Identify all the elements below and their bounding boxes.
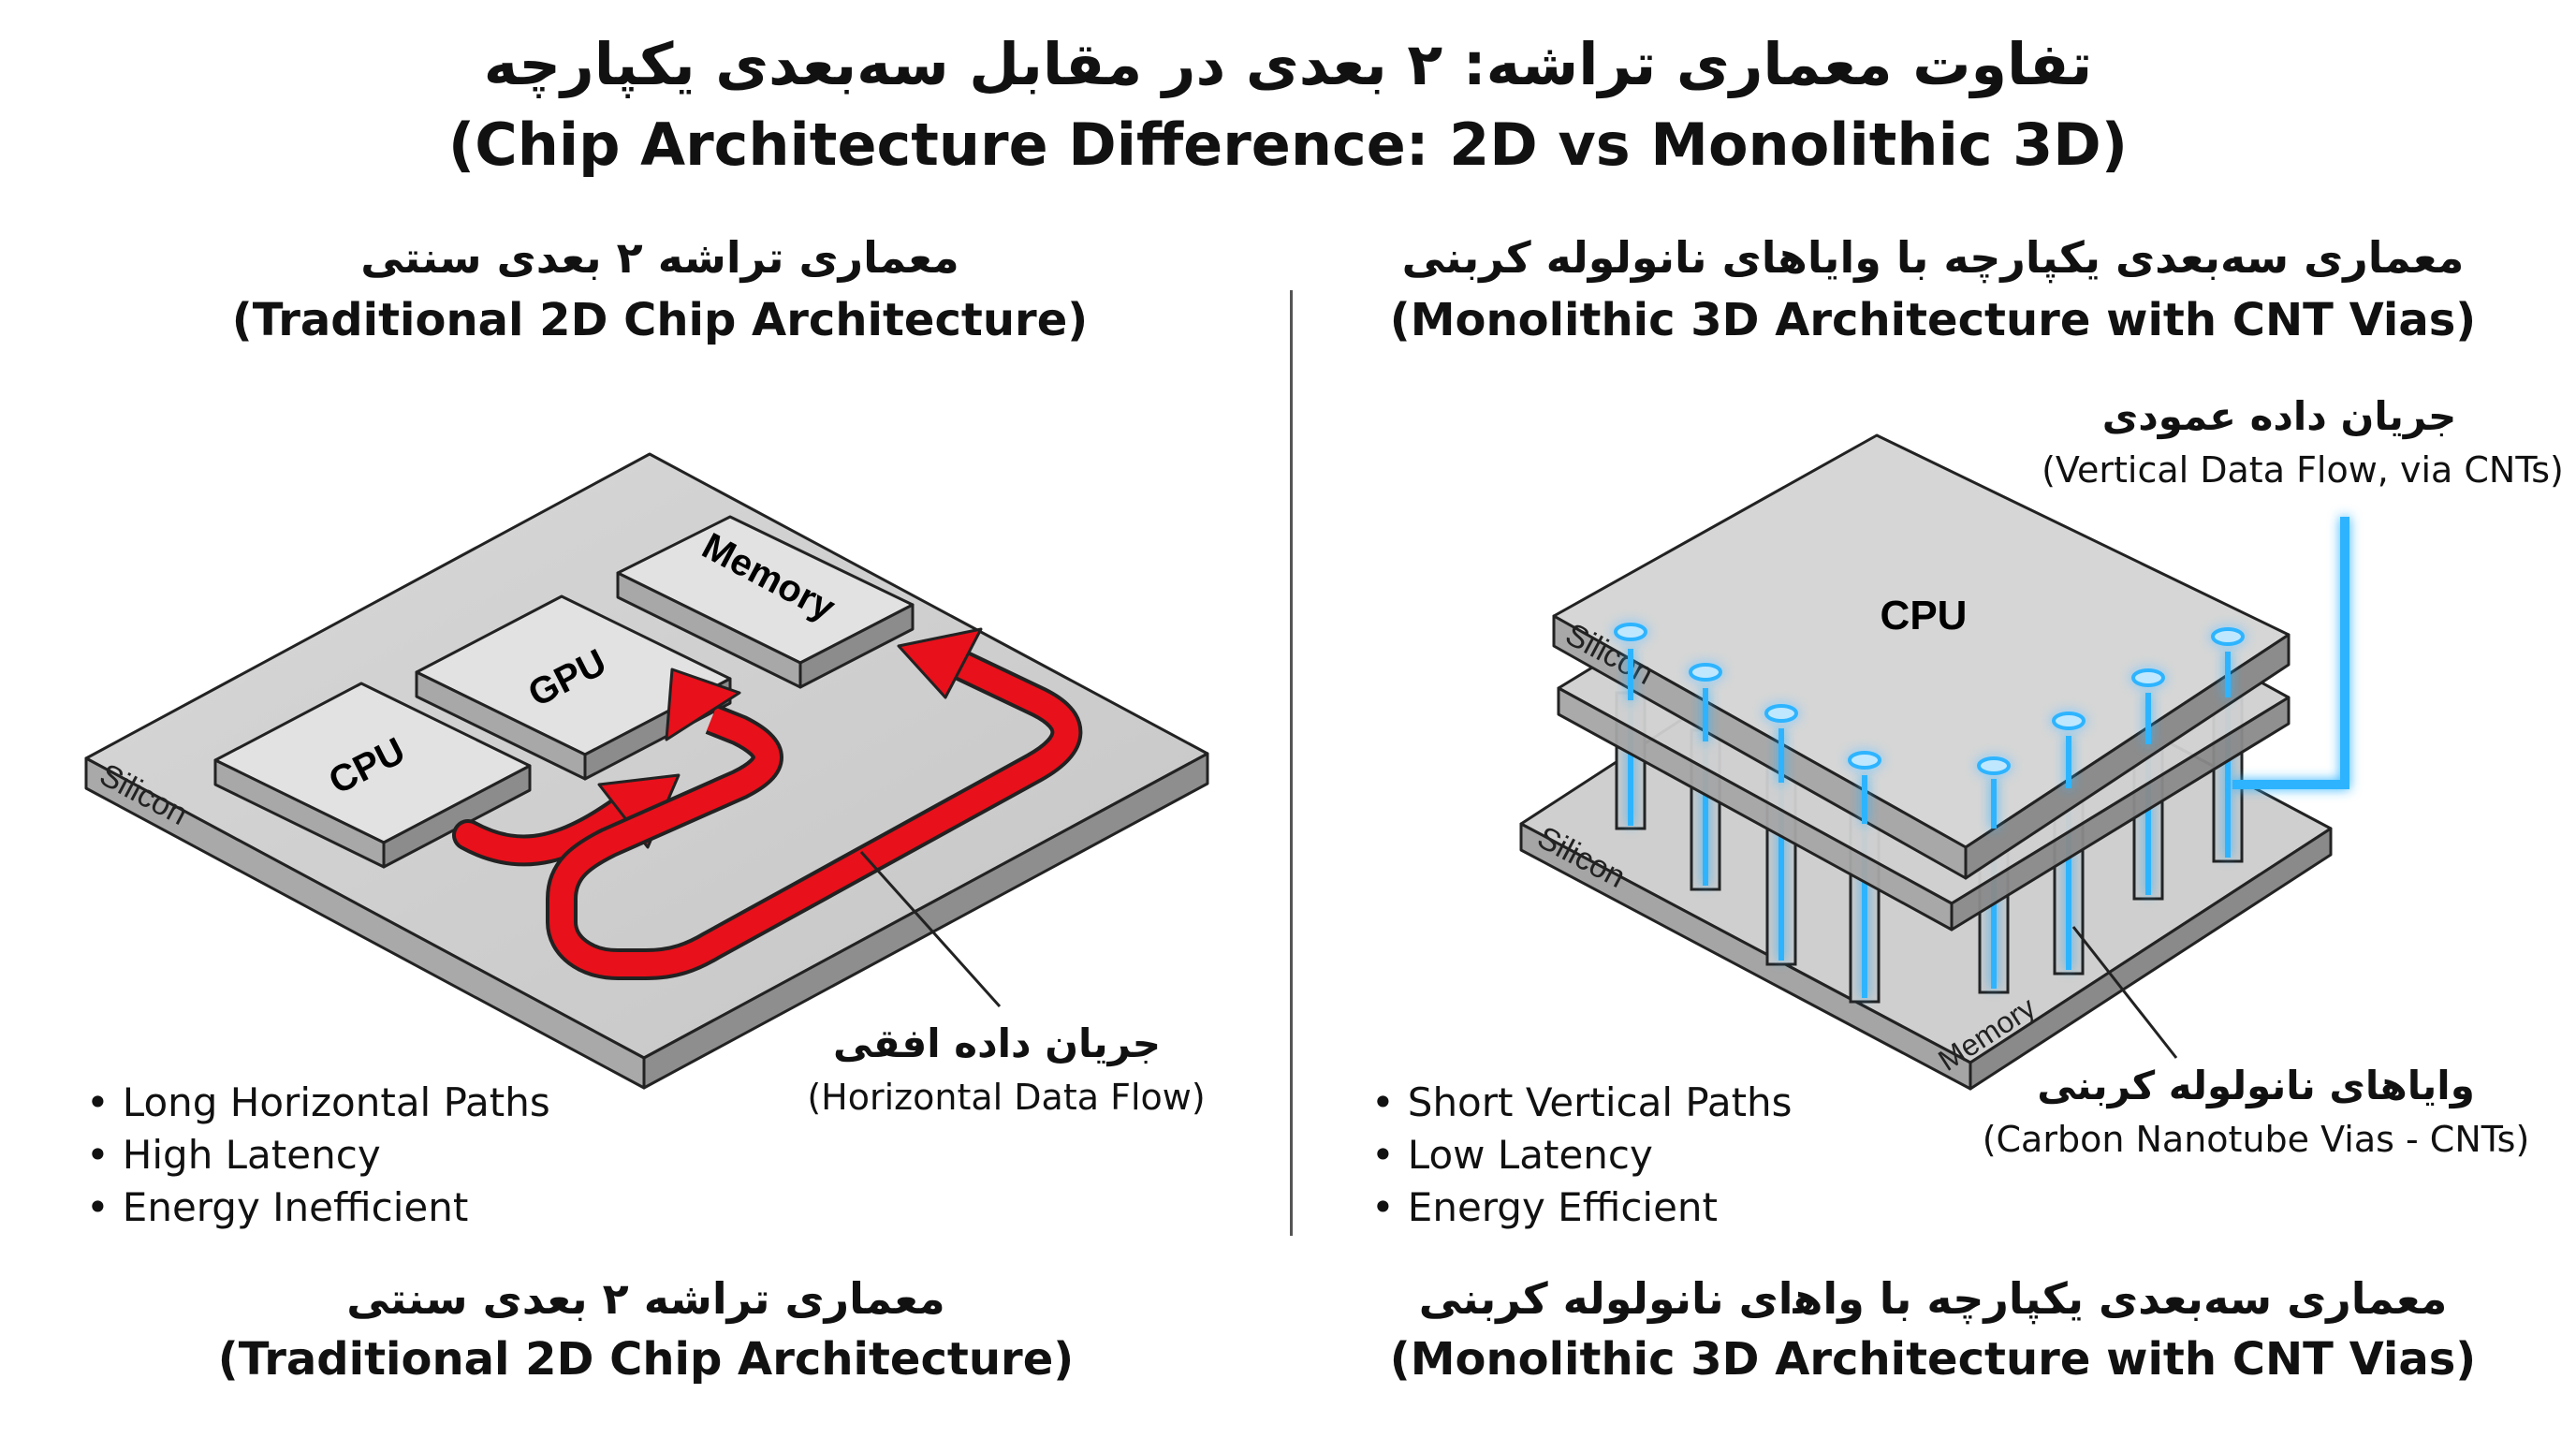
vertical-flow-label-en: (Vertical Data Flow, via CNTs) [2042,449,2564,491]
center-divider [1290,290,1293,1236]
left-heading-fa: معماری تراشه ۲ بعدی سنتی [360,232,959,283]
main-title-en: (Chip Architecture Difference: 2D vs Mon… [447,110,2129,179]
horizontal-flow-arrows [452,627,1083,980]
right-footer-en: (Monolithic 3D Architecture with CNT Via… [1389,1333,2477,1386]
bullet-item: Energy Inefficient [86,1181,550,1234]
left-footer-fa: معماری تراشه ۲ بعدی سنتی [346,1273,945,1324]
bullet-item: High Latency [86,1129,550,1181]
cpu-label-3d: CPU [1881,593,1968,638]
left-footer-en: (Traditional 2D Chip Architecture) [217,1333,1075,1386]
horizontal-flow-leader [859,850,1002,1008]
cnt-vias-label-fa: وایاهای نانولوله کربنی [2037,1063,2475,1108]
cpu-block-2d [213,682,532,869]
right-heading-en: (Monolithic 3D Architecture with CNT Via… [1389,294,2477,346]
right-bullets: Short Vertical Paths Low Latency Energy … [1371,1077,1793,1234]
memory-block-2d [616,515,915,689]
vertical-flow-line [2232,517,2349,789]
bullet-item: Energy Efficient [1371,1181,1793,1234]
bullet-item: Long Horizontal Paths [86,1077,550,1129]
bullet-item: Low Latency [1371,1129,1793,1181]
horizontal-flow-label-fa: جریان داده افقی [833,1020,1161,1066]
left-heading-en: (Traditional 2D Chip Architecture) [231,294,1089,346]
cnt-vias-label-en: (Carbon Nanotube Vias - CNTs) [1982,1119,2530,1160]
bullet-item: Short Vertical Paths [1371,1077,1793,1129]
silicon-substrate-2d [84,452,1209,1090]
horizontal-flow-label-en: (Horizontal Data Flow) [807,1077,1206,1118]
vias-leader [2071,926,2178,1059]
via-upper-segments [1628,649,2231,829]
main-title-fa: تفاوت معماری تراشه: ۲ بعدی در مقابل سه‌ب… [483,30,2093,98]
left-bullets: Long Horizontal Paths High Latency Energ… [86,1077,550,1234]
right-heading-fa: معماری سه‌بعدی یکپارچه با وایاهای نانولو… [1401,232,2465,283]
via-glow-caps [1614,623,2245,775]
vertical-flow-label-fa: جریان داده عمودی [2101,393,2457,439]
right-footer-fa: معماری سه‌بعدی یکپارچه با واﻫای نانولوله… [1418,1273,2448,1324]
